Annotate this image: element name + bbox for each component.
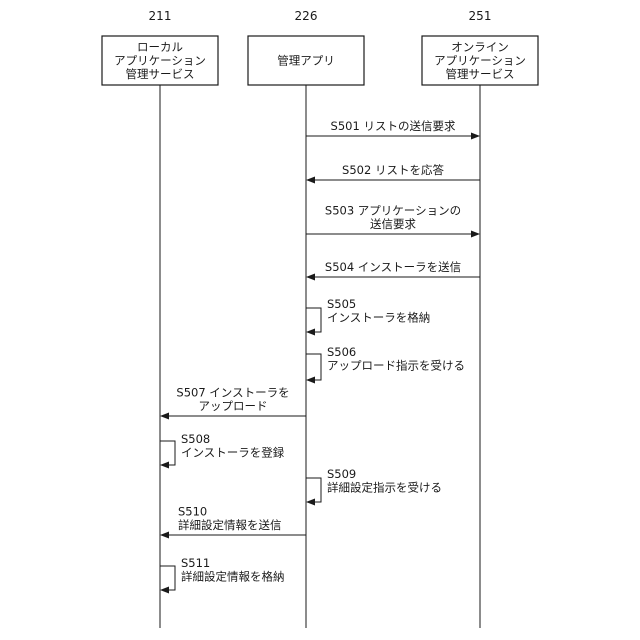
message-label: S508インストーラを登録 xyxy=(181,432,285,460)
message-label-line: S509 xyxy=(327,467,356,481)
arrowhead xyxy=(160,462,169,469)
arrowhead xyxy=(306,274,315,281)
participant-label-line: ローカル xyxy=(137,40,183,54)
participant-label-line: オンライン xyxy=(451,40,509,54)
message-s504: S504 インストーラを送信 xyxy=(306,260,480,281)
arrowhead xyxy=(160,532,169,539)
message-label-line: 詳細設定指示を受ける xyxy=(327,481,442,495)
participant-ref-number: 251 xyxy=(469,9,492,23)
self-message-arrow xyxy=(160,566,175,590)
participant-label-line: アプリケーション xyxy=(434,54,526,68)
arrowhead xyxy=(471,231,480,238)
arrowhead xyxy=(306,177,315,184)
participant-label-line: 管理サービス xyxy=(126,67,195,81)
message-s505: S505インストーラを格納 xyxy=(306,297,430,336)
self-message-arrow xyxy=(160,441,175,465)
message-label-line: S506 xyxy=(327,345,356,359)
arrowhead xyxy=(160,587,169,594)
message-label-line: S504 インストーラを送信 xyxy=(325,260,461,274)
message-label-line: S503 アプリケーションの xyxy=(325,204,461,218)
message-label-line: S507 インストーラを xyxy=(176,386,289,400)
participant-online: 251 オンラインアプリケーション管理サービス xyxy=(422,9,538,628)
message-label: S504 インストーラを送信 xyxy=(325,260,461,274)
message-label-line: S508 xyxy=(181,432,210,446)
arrowhead xyxy=(471,133,480,140)
message-label-line: S502 リストを応答 xyxy=(342,163,444,177)
message-label: S510詳細設定情報を送信 xyxy=(178,505,282,533)
message-label: S506アップロード指示を受ける xyxy=(327,345,465,373)
participant-label-line: 管理サービス xyxy=(446,67,515,81)
message-label: S505インストーラを格納 xyxy=(327,297,430,325)
message-s509: S509詳細設定指示を受ける xyxy=(306,467,442,506)
message-label-line: S501 リストの送信要求 xyxy=(331,119,456,133)
message-label-line: S505 xyxy=(327,297,356,311)
self-message-arrow xyxy=(306,354,321,380)
message-s503: S503 アプリケーションの送信要求 xyxy=(306,204,480,238)
message-label-line: S511 xyxy=(181,556,210,570)
message-s508: S508インストーラを登録 xyxy=(160,432,285,469)
participant-label-line: アプリケーション xyxy=(114,54,206,68)
arrowhead xyxy=(306,499,315,506)
message-s507: S507 インストーラをアップロード xyxy=(160,386,306,420)
participant-label: 管理アプリ xyxy=(277,54,335,68)
message-s502: S502 リストを応答 xyxy=(306,163,480,184)
message-label: S507 インストーラをアップロード xyxy=(176,386,289,414)
self-message-arrow xyxy=(306,308,321,332)
message-s510: S510詳細設定情報を送信 xyxy=(160,505,306,539)
message-s506: S506アップロード指示を受ける xyxy=(306,345,465,384)
message-label-line: 詳細設定情報を格納 xyxy=(181,570,285,584)
message-label-line: アップロード指示を受ける xyxy=(327,359,465,373)
arrowhead xyxy=(306,329,315,336)
message-label-line: インストーラを登録 xyxy=(181,446,285,460)
arrowhead xyxy=(306,377,315,384)
participant-ref-number: 226 xyxy=(295,9,318,23)
self-message-arrow xyxy=(306,478,321,502)
message-s501: S501 リストの送信要求 xyxy=(306,119,480,140)
message-label: S502 リストを応答 xyxy=(342,163,444,177)
message-label-line: S510 xyxy=(178,505,207,519)
arrowhead xyxy=(160,413,169,420)
message-label: S501 リストの送信要求 xyxy=(331,119,456,133)
message-label: S511詳細設定情報を格納 xyxy=(181,556,285,584)
message-s511: S511詳細設定情報を格納 xyxy=(160,556,285,594)
message-label-line: 詳細設定情報を送信 xyxy=(178,518,282,532)
participant-label-line: 管理アプリ xyxy=(277,54,335,68)
message-label-line: 送信要求 xyxy=(370,217,416,231)
participant-ref-number: 211 xyxy=(149,9,172,23)
message-label-line: アップロード xyxy=(199,399,268,413)
message-label: S509詳細設定指示を受ける xyxy=(327,467,442,495)
message-label: S503 アプリケーションの送信要求 xyxy=(325,204,461,232)
message-label-line: インストーラを格納 xyxy=(327,311,430,325)
